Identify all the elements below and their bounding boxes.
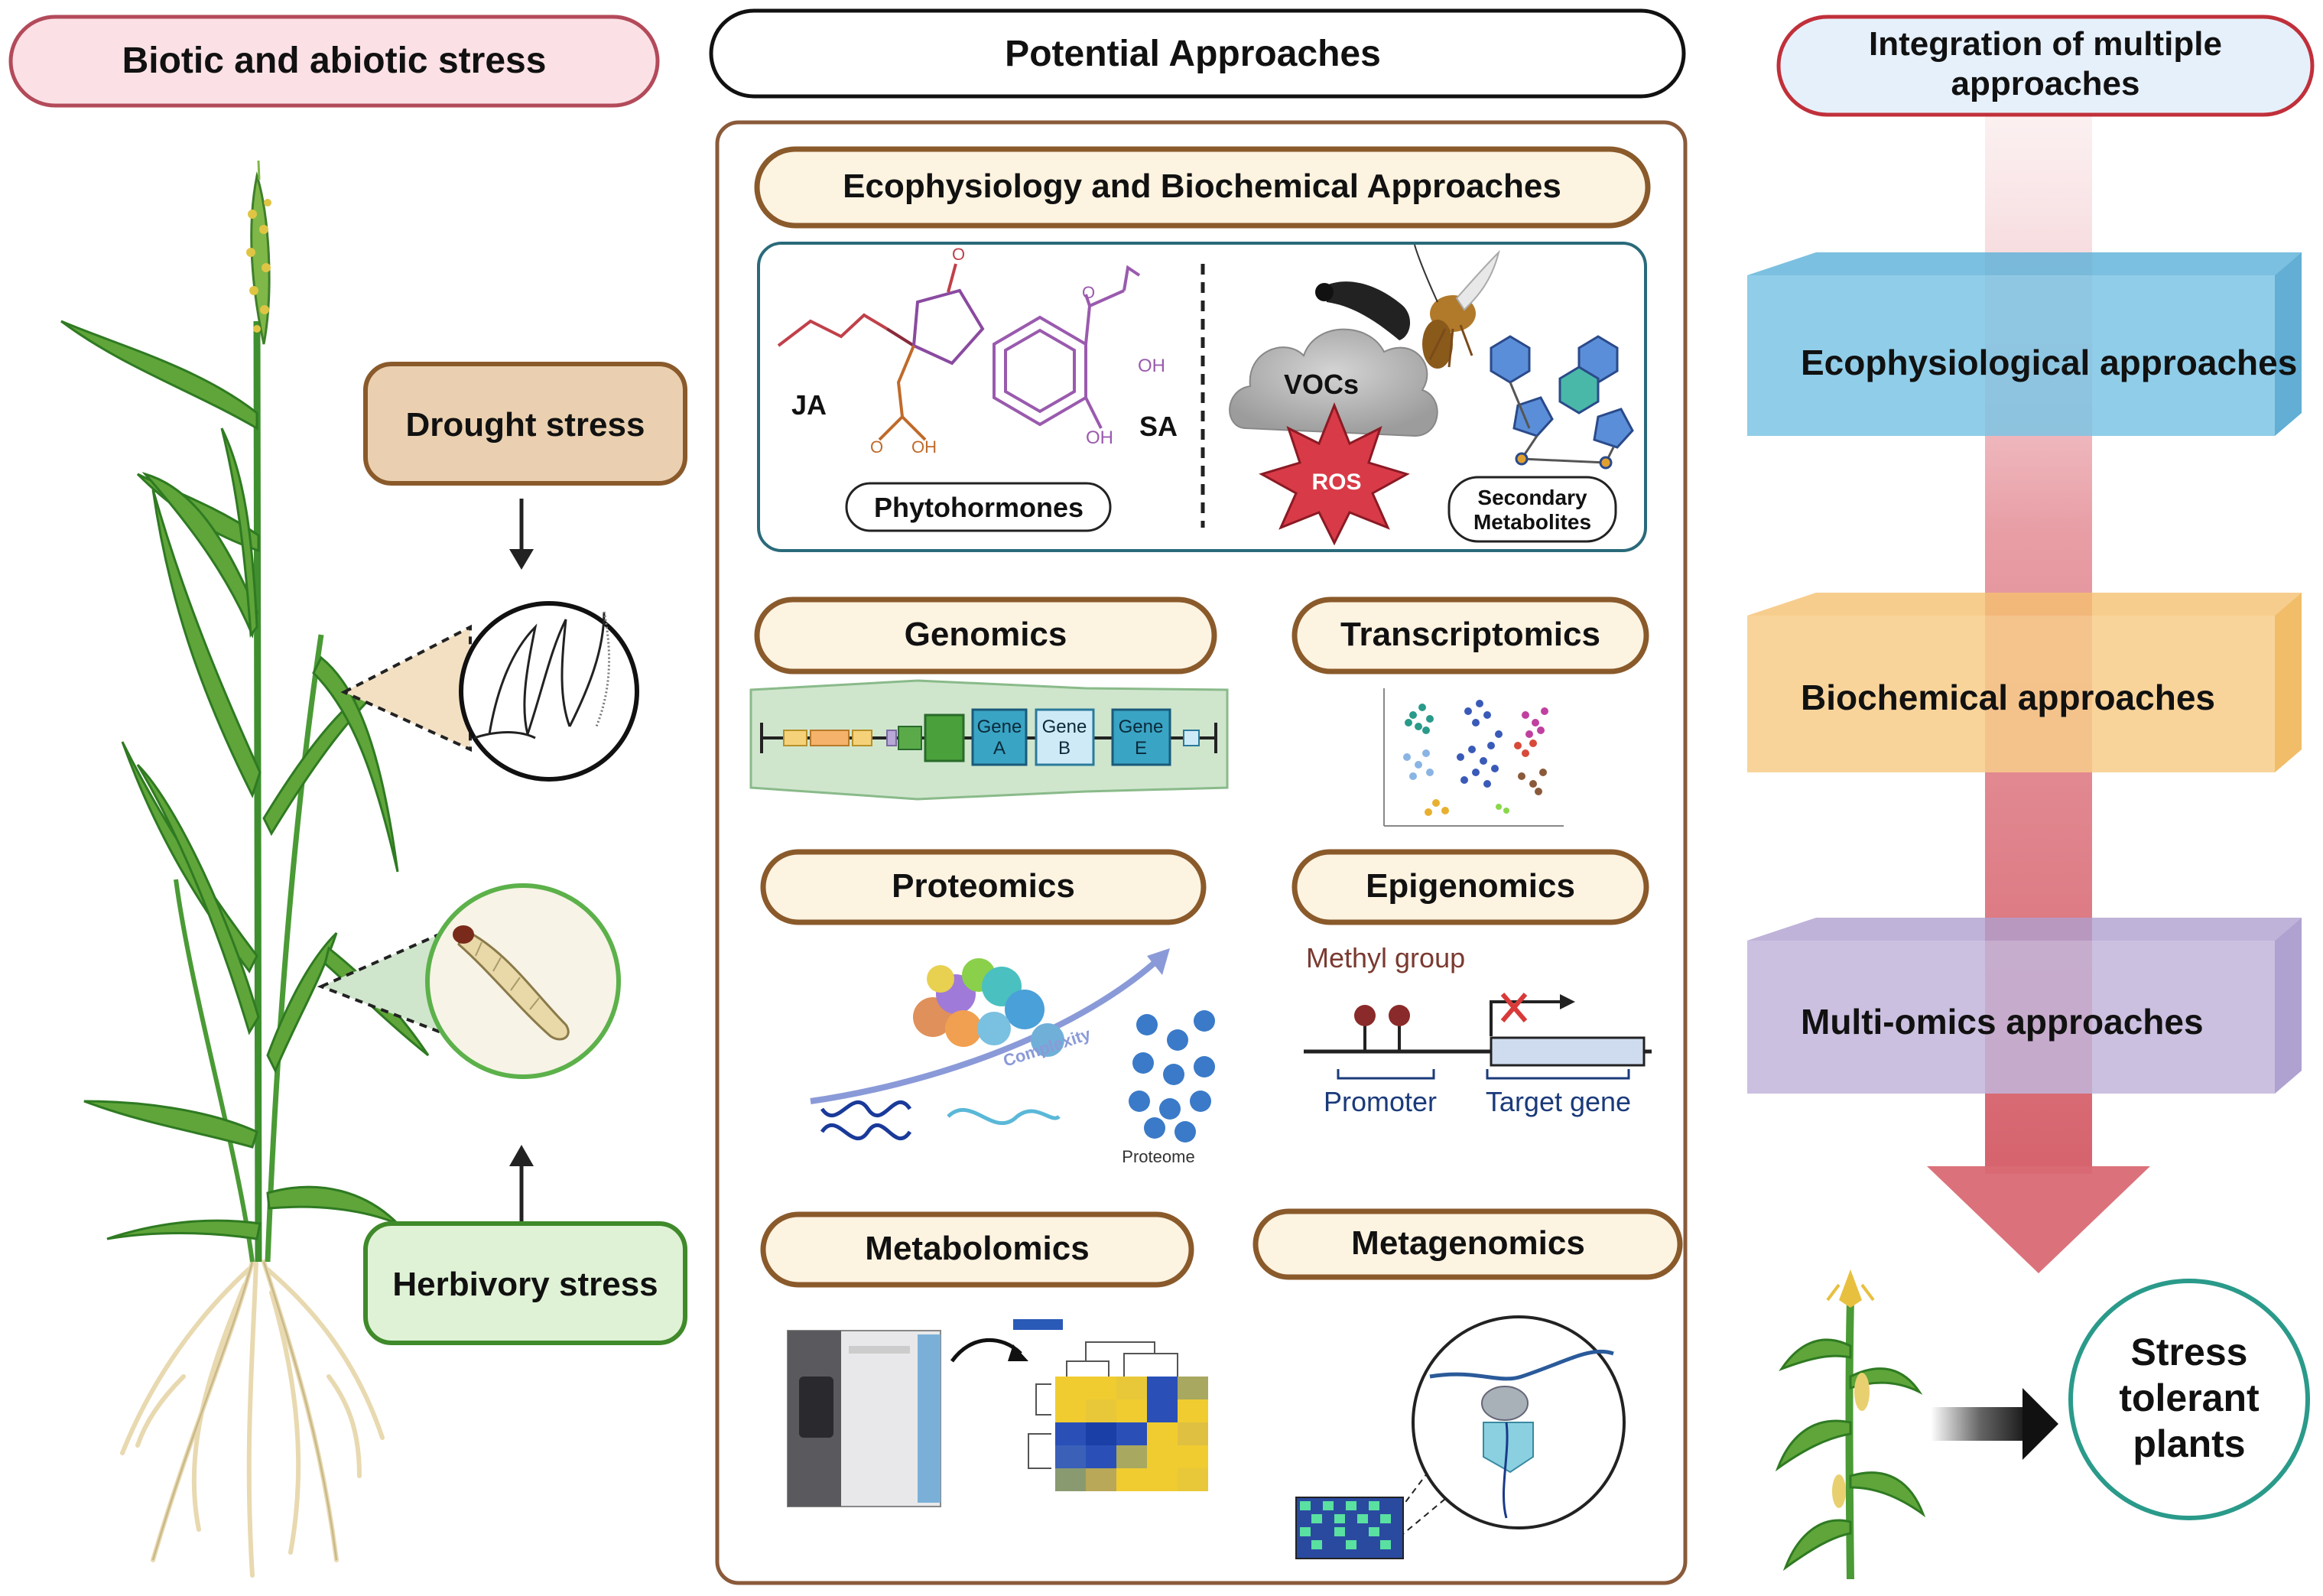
- svg-text:O: O: [952, 245, 965, 264]
- voc-cloud-icon: [1229, 328, 1438, 437]
- metagenomics-title: Metagenomics: [1351, 1224, 1585, 1262]
- right-header-pill: [1776, 15, 2315, 117]
- herbivory-stress-box: [363, 1221, 687, 1345]
- tsne-scatter-icon: [1383, 688, 1564, 827]
- ja-molecule: [777, 263, 985, 441]
- secondary-label-1: Secondary: [1477, 486, 1587, 509]
- phytohormones-pill: [845, 482, 1112, 532]
- metagenomics-pill: [1252, 1208, 1683, 1280]
- genomics-pill: [754, 596, 1217, 674]
- ros-label: ROS: [1311, 470, 1361, 495]
- svg-text:OH: OH: [1086, 427, 1113, 448]
- secondary-metabolites-pill: [1447, 476, 1617, 543]
- result-line1: Stress: [2131, 1331, 2248, 1373]
- svg-text:OH: OH: [911, 437, 937, 457]
- proteomics-title: Proteomics: [892, 867, 1075, 905]
- transcriptomics-pill: [1291, 596, 1649, 674]
- result-arrow-head: [2022, 1388, 2058, 1460]
- sa-label: SA: [1139, 411, 1178, 442]
- svg-text:O: O: [870, 437, 883, 457]
- svg-text:E: E: [1135, 738, 1147, 759]
- result-line2: tolerant: [2119, 1377, 2260, 1419]
- ecophysiological-label: Ecophysiological approaches: [1801, 343, 2297, 382]
- epigenomics-diagram: [1304, 993, 1652, 1080]
- svg-text:Gene: Gene: [1042, 717, 1087, 737]
- left-panel: Biotic and abiotic stress: [8, 15, 687, 1578]
- multi-omics-layer: [1747, 918, 2302, 1094]
- caterpillar-black-icon: [1315, 281, 1411, 340]
- stress-tolerant-circle: [2068, 1279, 2310, 1520]
- biochemical-layer: [1747, 593, 2302, 772]
- gene-track-diagram: [749, 679, 1229, 801]
- eco-bio-title: Ecophysiology and Biochemical Approaches: [843, 167, 1561, 205]
- epigenomics-title: Epigenomics: [1366, 867, 1575, 905]
- left-header-pill: [8, 15, 660, 108]
- center-panel: Potential Approaches Ecophysiology and B…: [709, 8, 1688, 1585]
- center-header-pill: [709, 8, 1686, 99]
- svg-text:B: B: [1058, 738, 1071, 759]
- svg-text:O: O: [1082, 283, 1095, 302]
- right-header-line1: Integration of multiple: [1869, 25, 2222, 63]
- ros-star-icon: [1259, 401, 1410, 546]
- result-arrow-shaft: [1931, 1407, 2030, 1441]
- multi-omics-label: Multi-omics approaches: [1801, 1002, 2204, 1042]
- metabolomics-pill: [760, 1211, 1194, 1288]
- svg-text:Gene: Gene: [1119, 717, 1164, 737]
- metabolomics-title: Metabolomics: [865, 1230, 1089, 1267]
- proteomics-diagram: [810, 948, 1215, 1143]
- center-header-title: Potential Approaches: [1005, 34, 1381, 74]
- left-header-title: Biotic and abiotic stress: [122, 41, 547, 81]
- eco-bio-pill: [754, 146, 1651, 229]
- sa-molecule: [993, 265, 1141, 429]
- drought-zoom-cone: [340, 624, 472, 752]
- secondary-metabolite-icons: [1490, 335, 1634, 470]
- corn-plant: [1775, 1269, 1926, 1580]
- methyl-group-label: Methyl group: [1306, 942, 1465, 974]
- heatmap-icon: [1013, 1319, 1208, 1491]
- biochemical-label: Biochemical approaches: [1801, 678, 2215, 717]
- metagenomics-diagram: [1295, 1315, 1626, 1559]
- mass-spectrometer-icon: [787, 1330, 941, 1507]
- svg-text:OH: OH: [1138, 356, 1165, 376]
- dry-leaf-icon: [473, 611, 611, 739]
- proteomics-pill: [760, 849, 1207, 925]
- svg-text:Gene: Gene: [977, 717, 1022, 737]
- right-panel: Integration of multiple approaches Ecoph…: [1747, 15, 2315, 1580]
- drought-zoom-circle: [459, 601, 639, 782]
- genomics-title: Genomics: [905, 616, 1067, 653]
- svg-text:A: A: [993, 738, 1006, 759]
- transcriptomics-title: Transcriptomics: [1340, 616, 1600, 653]
- herbivory-stress-label: Herbivory stress: [392, 1266, 658, 1303]
- target-gene-label: Target gene: [1486, 1086, 1631, 1117]
- drought-stress-box: [363, 362, 687, 486]
- voc-label: VOCs: [1284, 369, 1359, 400]
- secondary-label-2: Metabolites: [1473, 510, 1591, 534]
- ecophysiological-layer: [1747, 252, 2302, 436]
- proteome-label: Proteome: [1122, 1147, 1194, 1166]
- promoter-label: Promoter: [1324, 1086, 1437, 1117]
- caterpillar-icon: [453, 925, 570, 1041]
- right-header-line2: approaches: [1951, 65, 2140, 102]
- wasp-icon: [1414, 244, 1500, 369]
- drought-stress-label: Drought stress: [406, 406, 645, 444]
- phytohormones-label: Phytohormones: [874, 492, 1084, 523]
- result-line3: plants: [2133, 1422, 2245, 1465]
- epigenomics-pill: [1291, 849, 1649, 925]
- ja-label: JA: [791, 389, 827, 421]
